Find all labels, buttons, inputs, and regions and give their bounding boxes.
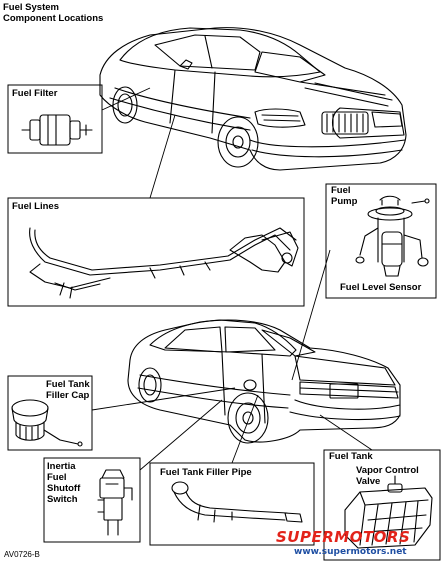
fuel-pump-callout-box [325, 183, 437, 299]
watermark-url: www.supermotors.net [294, 547, 407, 557]
filler-cap-line-1: Fuel Tank [46, 379, 90, 390]
leader-line-fuel-tank [319, 414, 373, 451]
label-fuel-tank: Fuel Tank [329, 451, 373, 462]
front-car-illustration [99, 27, 407, 171]
filler-cap-callout-box [7, 375, 93, 451]
fuel-pump-illustration [355, 195, 430, 277]
fuel-filter-illustration [21, 114, 93, 146]
label-fuel-level-sensor: Fuel Level Sensor [340, 282, 422, 293]
title-line-1: Fuel System [3, 2, 59, 13]
filler-cap-illustration [11, 399, 83, 447]
leader-line-fuel-pump [291, 249, 331, 381]
label-filler-cap: Fuel Tank Filler Cap [46, 379, 90, 402]
label-vapor-control-valve: Vapor Control Valve [356, 465, 419, 488]
leader-line-fuel-lines [149, 114, 176, 199]
label-fuel-filter: Fuel Filter [12, 88, 58, 99]
fuel-pump-line-2: Pump [331, 195, 358, 207]
leader-line-filler-pipe [231, 394, 259, 464]
label-fuel-lines: Fuel Lines [12, 201, 59, 212]
inertia-line-4: Switch [47, 493, 78, 505]
vapor-line-1: Vapor Control [356, 465, 419, 476]
inertia-switch-callout-box [43, 457, 141, 543]
diagram-title: Fuel System Component Locations [3, 2, 104, 25]
fuel-pump-line-1: Fuel [331, 185, 351, 196]
fuel-tank-callout-box [323, 449, 441, 561]
label-inertia-switch: Inertia Fuel Shutoff Switch [47, 461, 81, 506]
leader-line-fuel-filter [101, 87, 151, 111]
rear-car-illustration [127, 319, 401, 444]
watermark-brand: SUPERMOTORS [276, 528, 411, 546]
filler-cap-line-2: Filler Cap [46, 389, 90, 401]
fuel-lines-illustration [29, 227, 299, 299]
fuel-lines-callout-box [7, 197, 305, 307]
fuel-tank-illustration [344, 475, 433, 549]
fuel-filter-callout-box [7, 84, 103, 154]
inertia-line-2: Fuel [47, 471, 67, 483]
inertia-switch-illustration [97, 469, 133, 536]
label-filler-pipe: Fuel Tank Filler Pipe [160, 467, 252, 478]
leader-line-inertia-switch [139, 399, 223, 471]
title-line-2: Component Locations [3, 12, 104, 24]
inertia-line-1: Inertia [47, 461, 76, 472]
leader-line-filler-cap [91, 387, 236, 411]
reference-code: AV0726-B [4, 550, 40, 559]
filler-pipe-illustration [171, 481, 303, 523]
inertia-line-3: Shutoff [47, 482, 81, 494]
label-fuel-pump: Fuel Pump [331, 185, 358, 208]
vapor-line-2: Valve [356, 475, 381, 487]
